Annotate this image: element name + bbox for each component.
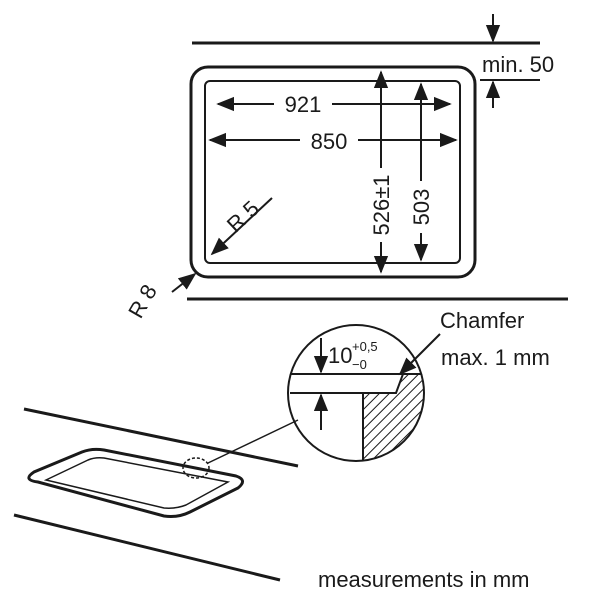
min-clearance-label: min. 50 bbox=[482, 52, 554, 77]
outer-depth-label: 526±1 bbox=[369, 174, 394, 235]
worktop-front-edge-perspective bbox=[13, 513, 281, 582]
inner-cutout-outline bbox=[204, 80, 461, 264]
detail-tolerance-lower: −0 bbox=[352, 357, 367, 372]
outer-radius-label: R 8 bbox=[123, 280, 162, 322]
top-view: 921 850 526±1 503 R 5 R 8 min. 50 bbox=[123, 14, 568, 322]
perspective-view bbox=[13, 407, 299, 582]
chamfer-leader-line bbox=[398, 333, 441, 376]
outer-radius-leader bbox=[171, 272, 197, 293]
outer-width-label: 921 bbox=[285, 92, 322, 117]
inner-width-label: 850 bbox=[311, 129, 348, 154]
worktop-back-edge-perspective bbox=[23, 407, 299, 468]
cutout-perspective-outline bbox=[27, 447, 244, 518]
outer-cutout-outline bbox=[189, 65, 477, 279]
measurement-unit-note: measurements in mm bbox=[318, 567, 530, 592]
detail-circle-outline bbox=[287, 324, 425, 462]
detail-leader-line bbox=[207, 419, 299, 464]
inner-radius-leader bbox=[210, 197, 273, 256]
cutout-perspective-inner bbox=[43, 457, 231, 509]
chamfer-value: max. 1 mm bbox=[441, 345, 550, 370]
worktop-section-hatch bbox=[362, 373, 424, 461]
inner-radius-label: R 5 bbox=[222, 196, 264, 238]
detail-marker-circle bbox=[182, 457, 210, 479]
inner-depth-label: 503 bbox=[409, 189, 434, 226]
detail-tolerance-upper: +0,5 bbox=[352, 339, 378, 354]
chamfer-title: Chamfer bbox=[440, 308, 524, 333]
detail-dimension-value: 10 bbox=[328, 343, 352, 368]
